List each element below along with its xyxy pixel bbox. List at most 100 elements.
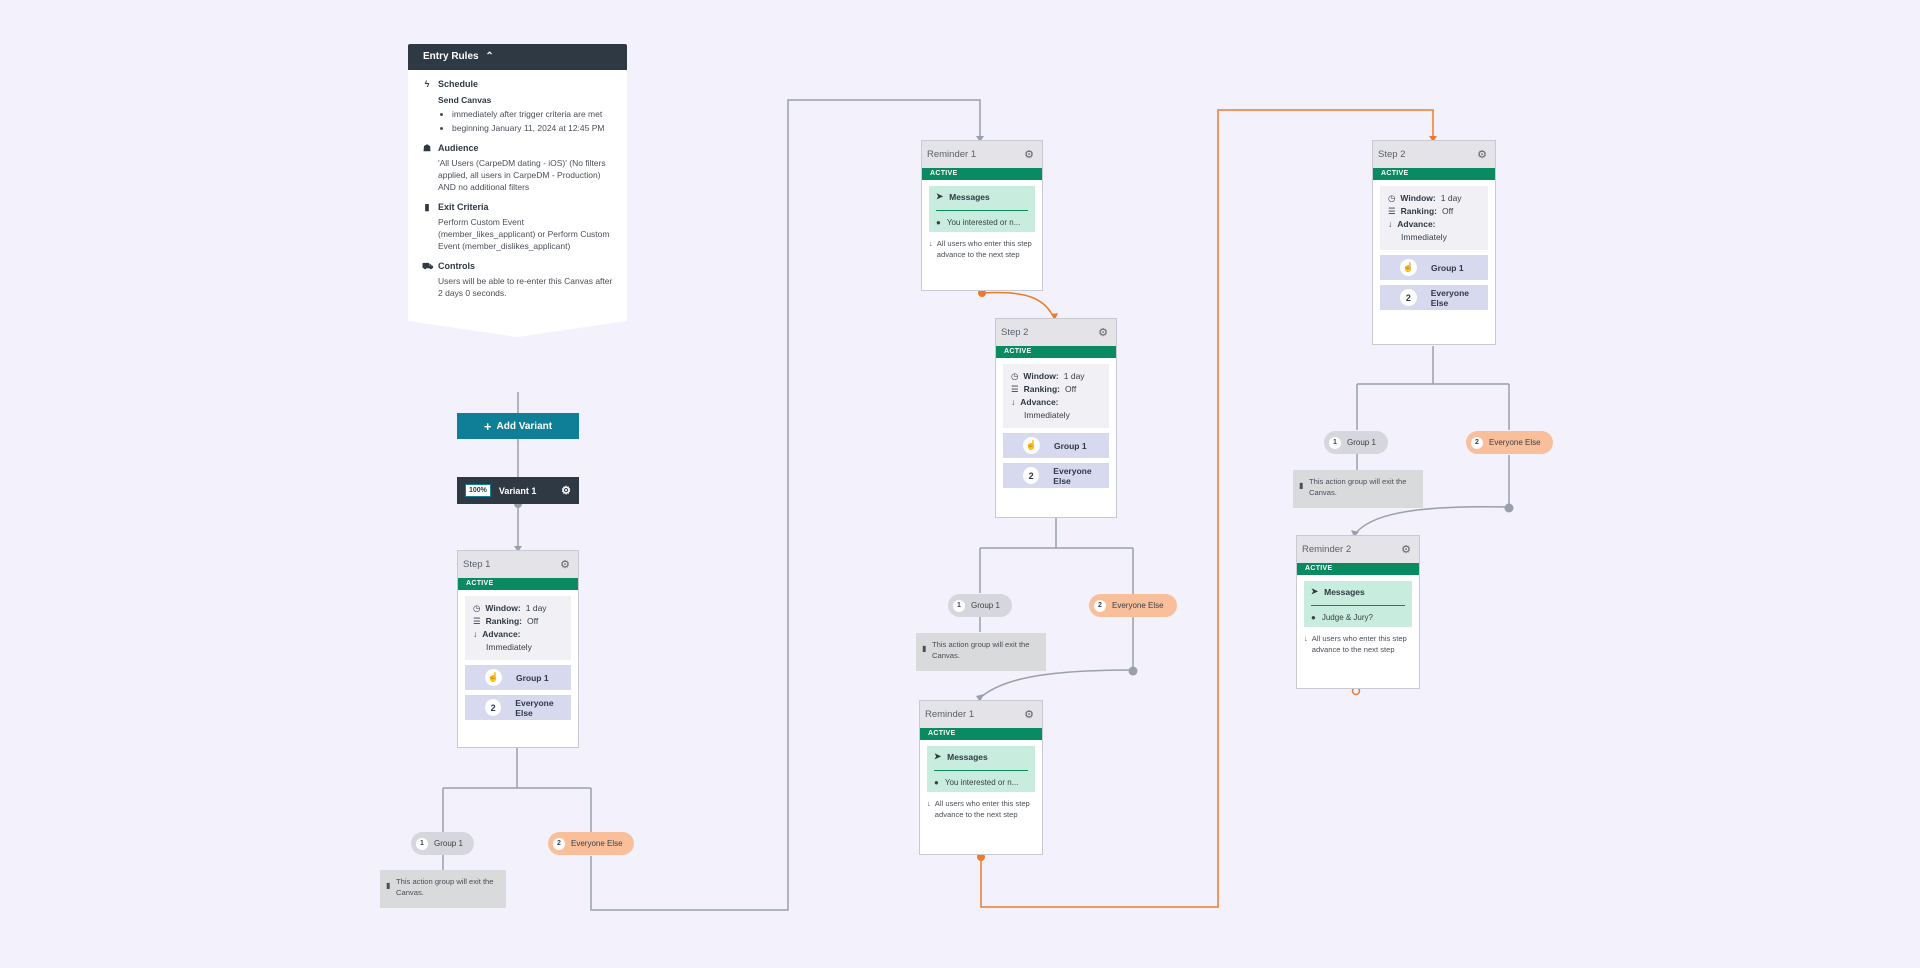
- advance-note-text: All users who enter this step advance to…: [1311, 634, 1407, 654]
- step-title: Step 2: [1001, 327, 1029, 338]
- step2-exit-note: ▮ This action group will exit the Canvas…: [916, 633, 1046, 671]
- gear-icon[interactable]: ⚙: [561, 485, 571, 497]
- group-number: 2: [1400, 289, 1417, 306]
- variant-1-node[interactable]: 100% Variant 1 ⚙: [457, 477, 579, 504]
- node-step2a-everyone: [1128, 666, 1138, 676]
- exit-criteria-section: ▮ Exit Criteria: [422, 201, 613, 213]
- arrow-down-icon: ↓: [1304, 634, 1308, 643]
- window-value: 1 day: [1063, 371, 1085, 381]
- gear-icon[interactable]: ⚙: [1024, 709, 1034, 721]
- arrow-down-icon: ↓: [929, 239, 933, 248]
- advance-row: ↓ Advance:: [473, 628, 563, 641]
- gear-icon[interactable]: ⚙: [560, 559, 570, 571]
- window-row: ◷Window:1 day: [1388, 192, 1480, 205]
- advance-row: ↓Advance:: [1388, 218, 1480, 231]
- active-badge: ACTIVE: [1297, 563, 1419, 575]
- arrow-step1: [514, 546, 522, 552]
- pill-label: Group 1: [971, 601, 1000, 610]
- arrow-r2: [1351, 530, 1359, 537]
- reminder-1-card[interactable]: Reminder 1 ⚙ ACTIVE ➤Messages ●You inter…: [921, 140, 1043, 291]
- group-number: 2: [1023, 467, 1040, 484]
- reminder-1b-card[interactable]: Reminder 1 ⚙ ACTIVE ➤Messages ●You inter…: [919, 700, 1043, 855]
- step-properties: ◷Window:1 day ☰Ranking:Off ↓Advance: Imm…: [465, 596, 571, 660]
- arrow-step2b: [1429, 136, 1437, 142]
- wire-r1a-to-step2a: [981, 291, 1055, 319]
- step2b-exit-note: ▮ This action group will exit the Canvas…: [1293, 470, 1423, 508]
- group-number: 2: [1471, 436, 1483, 449]
- step-title: Reminder 1: [925, 709, 975, 720]
- wire-step2b-to-r2: [1354, 506, 1510, 535]
- wire-step2b-split: [1356, 346, 1510, 470]
- step-2b-card[interactable]: Step 2 ⚙ ACTIVE ◷Window:1 day ☰Ranking:O…: [1372, 140, 1496, 345]
- variant-percent: 100%: [465, 484, 491, 497]
- messages-block[interactable]: ➤Messages ●Judge & Jury?: [1304, 581, 1412, 627]
- group-1-row[interactable]: ☝Group 1: [1380, 255, 1488, 280]
- divider: [936, 210, 1028, 211]
- list-icon: ☰: [473, 616, 481, 626]
- step1-exit-note: ▮ This action group will exit the Canvas…: [380, 870, 506, 908]
- active-badge: ACTIVE: [920, 728, 1042, 740]
- step-title: Step 2: [1378, 149, 1406, 160]
- exit-door-icon: ▮: [922, 644, 927, 653]
- audience-section: ☗ Audience: [422, 142, 613, 154]
- reminder-2-card[interactable]: Reminder 2 ⚙ ACTIVE ➤Messages ●Judge & J…: [1296, 535, 1420, 689]
- messages-block[interactable]: ➤Messages ●You interested or n...: [927, 746, 1035, 792]
- arrow-down-icon: ↓: [1011, 397, 1016, 407]
- everyone-else-row[interactable]: 2 Everyone Else: [1003, 463, 1109, 488]
- group-1-row[interactable]: ☝Group 1: [1003, 433, 1109, 458]
- exit-door-icon: ▮: [1299, 481, 1304, 490]
- send-icon: ➤: [934, 751, 942, 761]
- audience-title: Audience: [438, 143, 479, 153]
- group-label: Everyone Else: [1053, 465, 1092, 486]
- entry-rules-header[interactable]: Entry Rules ⌃: [408, 44, 627, 70]
- everyone-else-row[interactable]: 2 Everyone Else: [1380, 285, 1488, 310]
- step-title: Reminder 2: [1302, 544, 1352, 555]
- audience-text: 'All Users (CarpeDM dating - iOS)' (No f…: [438, 158, 606, 192]
- gear-icon[interactable]: ⚙: [1401, 544, 1411, 556]
- messages-block[interactable]: ➤Messages ●You interested or n...: [929, 186, 1035, 232]
- gear-icon[interactable]: ⚙: [1477, 149, 1487, 161]
- messages-title: ➤Messages: [936, 191, 1028, 202]
- node-r1a-out: [978, 289, 986, 297]
- controls-section: ⛟ Controls: [422, 260, 613, 272]
- pointer-icon: ☝: [1023, 437, 1040, 454]
- advance-value: Immediately: [1024, 410, 1070, 420]
- step-title: Reminder 1: [927, 149, 977, 160]
- arrow-down-icon: ↓: [473, 629, 478, 639]
- message-preview: You interested or n...: [944, 778, 1019, 787]
- step-1-card[interactable]: Step 1 ⚙ ACTIVE ◷Window:1 day ☰Ranking:O…: [457, 550, 579, 748]
- wire-step1-split: [442, 748, 592, 870]
- group-1-row[interactable]: ☝Group 1: [465, 665, 571, 690]
- arrow-step2a: [1051, 313, 1058, 320]
- gear-icon[interactable]: ⚙: [1024, 149, 1034, 161]
- advance-label: Advance:: [482, 629, 521, 639]
- window-row: ◷Window:1 day: [473, 602, 563, 615]
- step-2-card[interactable]: Step 2 ⚙ ACTIVE ◷Window:1 day ☰Ranking:O…: [995, 318, 1117, 518]
- add-variant-label: Add Variant: [496, 420, 553, 432]
- controls-text: Users will be able to re-enter this Canv…: [438, 276, 613, 298]
- window-row: ◷Window:1 day: [1011, 370, 1101, 383]
- add-variant-button[interactable]: + Add Variant: [457, 413, 579, 439]
- message-preview: You interested or n...: [946, 218, 1021, 227]
- messages-label: Messages: [949, 191, 990, 202]
- chevron-up-icon[interactable]: ⌃: [485, 51, 494, 62]
- group-label: Everyone Else: [1430, 287, 1470, 308]
- gear-icon[interactable]: ⚙: [1098, 327, 1108, 339]
- pill-label: Everyone Else: [571, 839, 623, 848]
- wire-step2a-split: [979, 518, 1134, 632]
- arrow-down-icon: ↓: [927, 799, 931, 808]
- step-header: Step 2 ⚙: [996, 319, 1116, 346]
- group-label: Group 1: [516, 672, 549, 683]
- node-step2b-everyone: [1504, 503, 1514, 513]
- arrow-r1b: [976, 694, 984, 702]
- active-badge: ACTIVE: [996, 346, 1116, 358]
- schedule-title: Schedule: [438, 79, 479, 89]
